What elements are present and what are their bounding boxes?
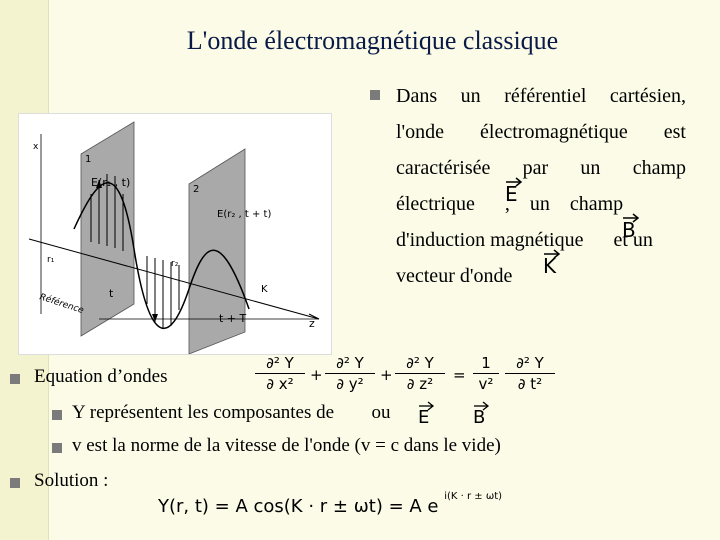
vector-E-symbol: E — [503, 176, 523, 206]
bullet-marker — [370, 90, 380, 100]
vector-B-symbol: B — [621, 212, 641, 242]
wave-figure: E(r₁ , t) E(r₂ , t + t) Référence t t + … — [18, 113, 332, 355]
eq-den-5: ∂ t² — [517, 375, 543, 393]
propagation-axis — [28, 238, 320, 320]
eq-num-4: 1 — [481, 354, 491, 372]
sub-bullet-1-text-a: Y représentent les composantes de — [72, 402, 335, 423]
bullet-1-line-6: vecteur d'onde — [396, 265, 513, 287]
slide-title: L'onde électromagnétique classique — [186, 26, 559, 55]
label-t-plus-T: t + T — [219, 312, 247, 325]
label-E1: E(r₁ , t) — [91, 176, 130, 189]
bullet-1-paragraph: Dans un référentiel cartésien, l'onde él… — [396, 78, 686, 294]
eq-num-1: ∂² Y — [266, 354, 294, 372]
label-K: K — [261, 284, 268, 295]
eq-num-5: ∂² Y — [516, 354, 544, 372]
label-t: t — [109, 287, 114, 300]
label-E2: E(r₂ , t + t) — [217, 209, 271, 220]
label-reference: Référence — [38, 291, 86, 316]
plus-2: + — [380, 366, 393, 384]
label-z: z — [309, 317, 315, 330]
eq-num-3: ∂² Y — [406, 354, 434, 372]
bullet-marker — [10, 374, 20, 384]
bullet-1-line-2: l'onde électromagnétique est — [396, 121, 686, 143]
bullet-1-line-5: d'induction magnétique et un — [396, 229, 653, 251]
sub-bullet-1-text-b: ou — [371, 402, 391, 423]
label-x: x — [33, 142, 39, 152]
label-plane-1: 1 — [85, 154, 91, 165]
bullet-marker — [10, 478, 20, 488]
sub-bullet-1: Y représentent les composantes de ou — [72, 402, 391, 424]
solution-formula-text: Y(r, t) = A cos(K · r ± ωt) = A e — [158, 496, 439, 517]
solution-label: Solution : — [34, 470, 109, 491]
sub-bullet-marker — [52, 410, 62, 420]
vector-E-inline: E — [417, 401, 437, 431]
eq-num-2: ∂² Y — [336, 354, 364, 372]
bullet-1-line-3: caractérisée par un champ — [396, 157, 686, 179]
solution-formula: Y(r, t) = A cos(K · r ± ωt) = A e i(K · … — [158, 491, 502, 517]
equals: = — [453, 366, 466, 384]
vector-B-inline: B — [472, 401, 492, 431]
label-r1: r₁ — [47, 255, 55, 265]
plus-1: + — [310, 366, 323, 384]
eq-den-1: ∂ x² — [266, 375, 294, 393]
eq-den-4: v² — [478, 375, 494, 393]
label-plane-2: 2 — [193, 184, 199, 195]
wave-equation: ∂² Y ∂ x² + ∂² Y ∂ y² + ∂² Y ∂ z² = 1 v²… — [255, 354, 565, 404]
eq-den-2: ∂ y² — [336, 375, 364, 393]
sub-bullet-2: v est la norme de la vitesse de l'onde (… — [72, 435, 501, 456]
label-r2: r₂ — [171, 259, 179, 269]
em-wave-diagram: E(r₁ , t) E(r₂ , t + t) Référence t t + … — [28, 121, 320, 354]
sub-bullet-marker — [52, 443, 62, 453]
bullet-1-line-4: électrique , un champ — [396, 193, 624, 215]
bullet-1-line-1: Dans un référentiel cartésien, — [396, 85, 686, 107]
equation-bullet-label: Equation d’ondes — [34, 366, 168, 387]
vector-K-symbol: K — [541, 248, 563, 278]
solution-exponent: i(K · r ± ωt) — [444, 491, 503, 502]
eq-den-3: ∂ z² — [406, 375, 434, 393]
